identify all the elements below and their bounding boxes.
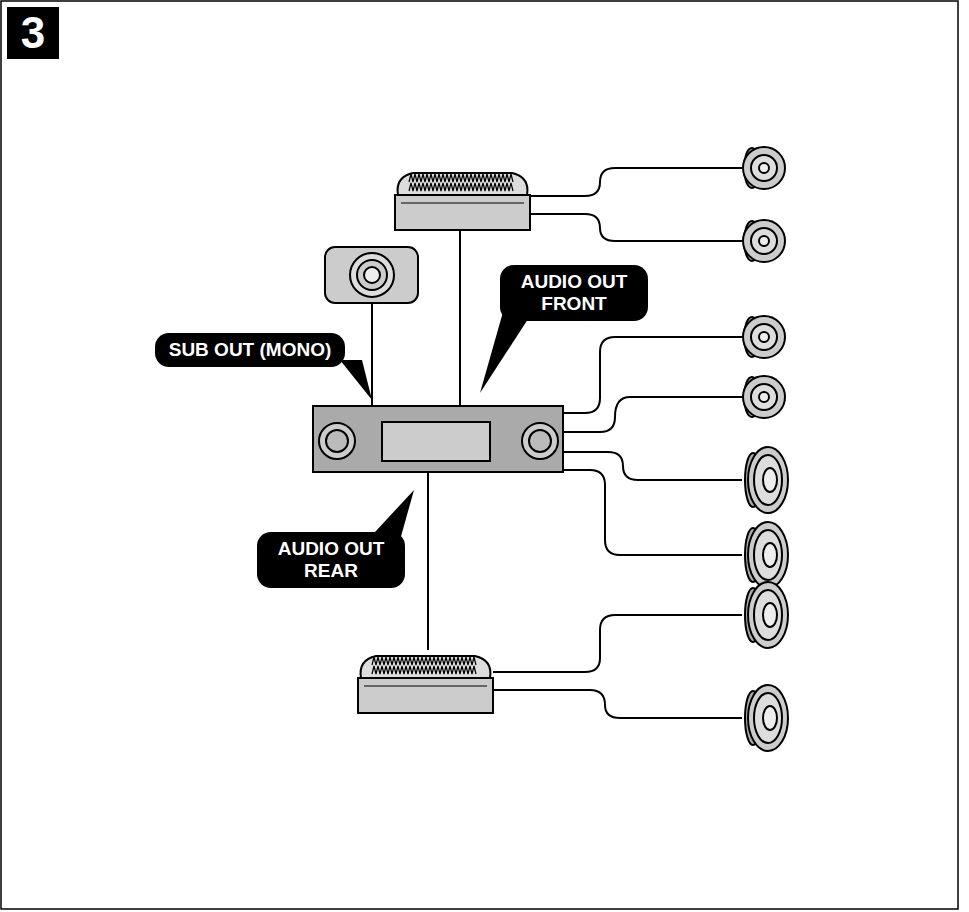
speaker-dome bbox=[763, 603, 777, 627]
sub-woofer bbox=[325, 247, 418, 303]
speaker bbox=[748, 447, 788, 513]
tweeter bbox=[743, 147, 785, 189]
callout-text: AUDIO OUT FRONT bbox=[514, 271, 634, 315]
speaker bbox=[748, 582, 788, 648]
callout-text: AUDIO OUT REAR bbox=[271, 538, 391, 582]
tweeter-dome bbox=[759, 236, 769, 246]
head-unit bbox=[313, 406, 563, 472]
speaker-dome bbox=[763, 543, 777, 567]
amplifiers bbox=[358, 173, 530, 713]
callout-label: SUB OUT (MONO) bbox=[155, 333, 346, 367]
speaker-dome bbox=[763, 706, 777, 730]
speakers bbox=[743, 147, 788, 751]
speaker bbox=[748, 522, 788, 588]
speaker-cone bbox=[754, 590, 782, 640]
speaker-dome bbox=[763, 468, 777, 492]
callout-text: SUB OUT (MONO) bbox=[169, 339, 332, 361]
callout-label: AUDIO OUT FRONT bbox=[500, 265, 648, 321]
amp-body bbox=[358, 678, 493, 713]
callout-label: AUDIO OUT REAR bbox=[257, 532, 405, 588]
tweeter-dome bbox=[759, 392, 769, 402]
tweeter bbox=[743, 376, 785, 418]
amp-fins bbox=[372, 657, 476, 674]
speaker-cone bbox=[754, 693, 782, 743]
tweeter-cone bbox=[751, 384, 777, 410]
amp-fins bbox=[409, 174, 513, 191]
tweeter-dome bbox=[759, 163, 769, 173]
tweeter bbox=[743, 220, 785, 262]
amp-heatsink bbox=[398, 173, 528, 195]
tweeter-cone bbox=[751, 155, 777, 181]
amp-body bbox=[395, 195, 530, 230]
tweeter bbox=[743, 316, 785, 358]
speaker-cone bbox=[754, 530, 782, 580]
amp-edge bbox=[364, 685, 487, 686]
speaker bbox=[748, 685, 788, 751]
figure-number: 3 bbox=[7, 7, 59, 59]
wires bbox=[372, 168, 742, 718]
speaker-cone bbox=[754, 455, 782, 505]
tweeter-cone bbox=[751, 324, 777, 350]
tweeter-dome bbox=[759, 332, 769, 342]
tweeter-cone bbox=[751, 228, 777, 254]
amp-heatsink bbox=[361, 656, 491, 678]
amp-edge bbox=[401, 202, 524, 203]
